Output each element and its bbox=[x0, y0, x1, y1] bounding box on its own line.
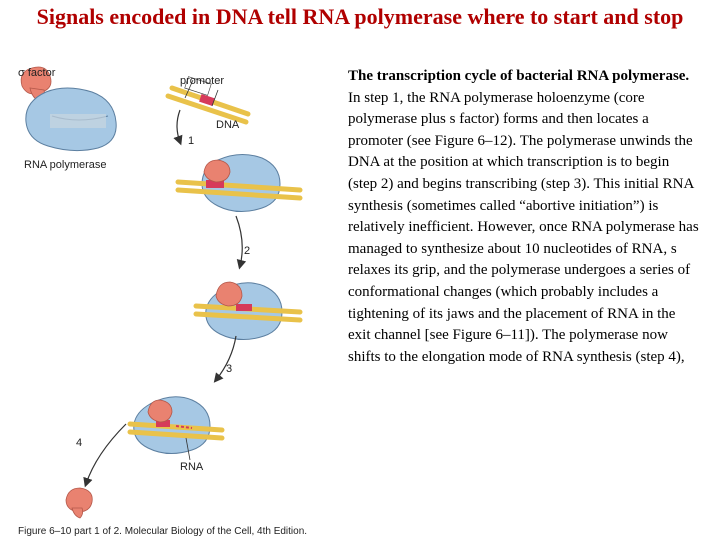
holoenzyme-on-promoter bbox=[175, 154, 303, 212]
step-4-number: 4 bbox=[76, 437, 82, 449]
step-2-arrow bbox=[235, 215, 247, 270]
step-1-arrow bbox=[173, 109, 183, 146]
description-text: The transcription cycle of bacterial RNA… bbox=[348, 66, 700, 368]
sigma-factor-released bbox=[65, 487, 93, 519]
description-body: In step 1, the RNA polymerase holoenzyme… bbox=[348, 89, 699, 365]
sigma-factor-free bbox=[20, 66, 52, 103]
core-polymerase bbox=[25, 87, 117, 152]
step-4-arrow bbox=[83, 423, 127, 488]
slide-title: Signals encoded in DNA tell RNA polymera… bbox=[36, 4, 684, 29]
step-3-number: 3 bbox=[226, 363, 232, 375]
rna-pointer bbox=[185, 437, 191, 461]
promoter-label: promoter bbox=[180, 75, 224, 87]
sigma-factor-label: σ factor bbox=[18, 67, 56, 79]
step-2-number: 2 bbox=[244, 245, 250, 257]
rna-label: RNA bbox=[180, 461, 204, 473]
initiation-complex bbox=[127, 396, 225, 454]
dna-top bbox=[165, 76, 251, 125]
dna-label: DNA bbox=[216, 119, 240, 131]
description-heading: The transcription cycle of bacterial RNA… bbox=[348, 68, 690, 84]
rna-polymerase-label: RNA polymerase bbox=[24, 159, 107, 171]
open-complex bbox=[193, 281, 303, 340]
step-3-arrow bbox=[213, 335, 237, 383]
figure-caption: Figure 6–10 part 1 of 2. Molecular Biolo… bbox=[18, 526, 308, 537]
step-1-number: 1 bbox=[188, 135, 194, 147]
